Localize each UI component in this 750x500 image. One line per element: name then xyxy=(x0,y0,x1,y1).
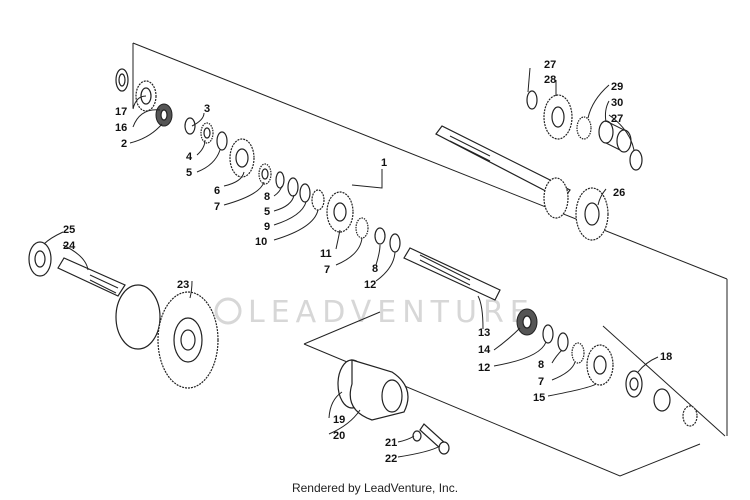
assembly-outline-housing xyxy=(303,311,701,477)
part-7-needle-bearing-upper xyxy=(258,163,272,185)
callout-12-upper: 12 xyxy=(364,279,376,291)
callout-27-lower: 27 xyxy=(611,113,623,125)
leader-lines xyxy=(43,67,659,458)
part-30-spacer xyxy=(598,120,632,153)
part-25-bearing xyxy=(28,241,52,277)
callout-8-upper: 8 xyxy=(264,191,270,203)
callout-22: 22 xyxy=(385,453,397,465)
part-22-bolt xyxy=(419,423,450,455)
part-21-washer xyxy=(412,430,422,442)
callout-3: 3 xyxy=(204,103,210,115)
callout-2: 2 xyxy=(121,138,127,150)
part-8-ring-third xyxy=(557,332,569,352)
callout-18: 18 xyxy=(660,351,672,363)
callout-7-upper: 7 xyxy=(214,201,220,213)
callout-7-lower: 7 xyxy=(538,376,544,388)
callout-20: 20 xyxy=(333,430,345,442)
part-29-bearing xyxy=(576,116,592,140)
part-19-20-housing xyxy=(337,359,409,421)
callout-24: 24 xyxy=(63,240,76,252)
part-4-needle-bearing xyxy=(200,122,214,144)
callout-17: 17 xyxy=(115,106,127,118)
part-15-gear xyxy=(586,344,614,386)
part-26-input-shaft xyxy=(435,125,609,241)
callout-8-lower: 8 xyxy=(538,359,544,371)
callout-25: 25 xyxy=(63,224,75,236)
callout-16: 16 xyxy=(115,122,127,134)
part-8-ring-second xyxy=(374,227,386,245)
callout-26: 26 xyxy=(613,187,625,199)
part-7-needle-bearing-lower xyxy=(571,342,585,364)
callout-15: 15 xyxy=(533,392,545,404)
callout-5-middle: 5 xyxy=(264,206,270,218)
part-6-gear xyxy=(229,138,255,178)
part-3-ring xyxy=(184,117,196,135)
callout-6: 6 xyxy=(214,185,220,197)
callout-27-upper: 27 xyxy=(544,59,556,71)
callout-19: 19 xyxy=(333,414,345,426)
part-2-hub xyxy=(155,103,173,127)
part-9-washer xyxy=(299,183,311,203)
callout-9: 9 xyxy=(264,221,270,233)
part-10-lock-washer xyxy=(311,189,325,211)
part-7-needle-bearing-middle xyxy=(355,217,369,239)
callout-1: 1 xyxy=(381,157,387,169)
assembly-outline-main xyxy=(132,42,728,437)
part-11-gear xyxy=(326,191,354,233)
callout-21: 21 xyxy=(385,437,397,449)
callout-labels: 1 2 3 4 5 5 6 7 7 7 8 8 8 9 10 11 12 12 … xyxy=(63,59,672,465)
part-8-ring xyxy=(275,171,285,189)
callout-29: 29 xyxy=(611,81,623,93)
part-24-output-shaft xyxy=(57,257,126,297)
part-28-gear xyxy=(543,94,573,140)
watermark-logo: LEADVENTURE xyxy=(214,295,535,330)
callout-10: 10 xyxy=(255,236,267,248)
part-27-washer-second xyxy=(629,149,643,171)
callout-4: 4 xyxy=(186,151,193,163)
part-12-washer-second xyxy=(542,324,554,344)
part-14-hub xyxy=(516,308,538,336)
callout-7-middle: 7 xyxy=(324,264,330,276)
callout-23: 23 xyxy=(177,279,189,291)
part-17-washer xyxy=(115,68,129,92)
footer-credit: Rendered by LeadVenture, Inc. xyxy=(291,481,459,495)
callout-28: 28 xyxy=(544,74,556,86)
callout-12-lower: 12 xyxy=(478,362,490,374)
callout-5-upper: 5 xyxy=(186,167,192,179)
part-5-washer-second xyxy=(287,177,299,197)
callout-8-middle: 8 xyxy=(372,263,378,275)
nut-end xyxy=(682,405,698,427)
callout-30: 30 xyxy=(611,97,623,109)
part-23-large-gear xyxy=(115,284,219,389)
callout-14: 14 xyxy=(478,344,491,356)
part-12-washer xyxy=(389,233,401,253)
watermark-text: LEADVENTURE xyxy=(248,295,535,330)
part-18-washer xyxy=(625,370,643,398)
callout-13: 13 xyxy=(478,327,490,339)
part-5-washer xyxy=(216,131,228,151)
callout-11: 11 xyxy=(320,248,332,260)
bearing-end xyxy=(653,388,671,412)
part-27-washer xyxy=(526,90,538,110)
part-13-splined-shaft xyxy=(403,247,501,301)
